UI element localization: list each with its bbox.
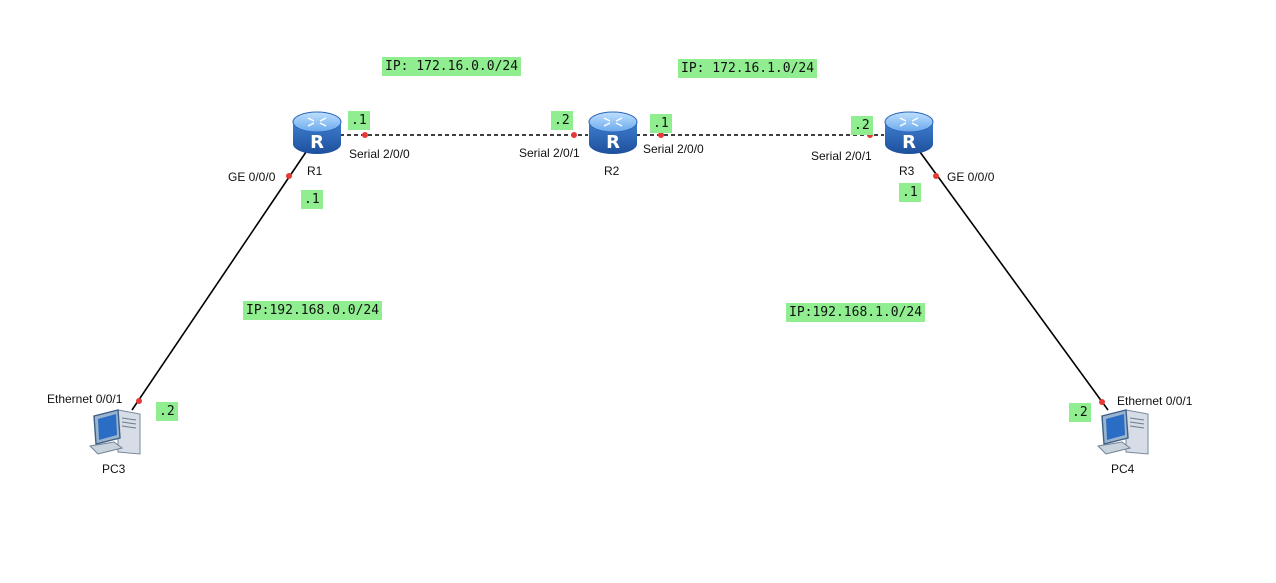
host-id-pc4: .2	[1069, 403, 1091, 422]
host-id-r2-serial-in: .2	[551, 111, 573, 130]
device-label-pc4: PC4	[1111, 462, 1135, 476]
interface-label-pc3-eth: Ethernet 0/0/1	[47, 392, 123, 406]
ethernet-link-r1-pc3	[131, 151, 307, 411]
ethernet-link-r3-pc4	[919, 151, 1109, 411]
network-note-r1-r2: IP: 172.16.0.0/24	[382, 57, 522, 76]
svg-text:R: R	[310, 132, 324, 153]
device-label-r1: R1	[307, 164, 323, 178]
interface-label-r3-ge: GE 0/0/0	[947, 170, 995, 184]
host-id-r1-serial: .1	[348, 111, 370, 130]
network-note-r1-pc3: IP:192.168.0.0/24	[243, 301, 383, 320]
host-id-r3-serial: .2	[851, 116, 873, 135]
router-r2[interactable]: R	[587, 110, 639, 158]
port-dot-r1-ge	[286, 173, 292, 179]
pc-pc4[interactable]	[1096, 406, 1152, 458]
network-note-r2-r3: IP: 172.16.1.0/24	[678, 59, 818, 78]
host-id-r3-ge: .1	[899, 183, 921, 202]
interface-label-r1-ge: GE 0/0/0	[228, 170, 276, 184]
interface-label-r2-serial-out: Serial 2/0/0	[643, 142, 704, 156]
pc-pc3[interactable]	[88, 406, 144, 458]
interface-label-pc4-eth: Ethernet 0/0/1	[1117, 394, 1193, 408]
port-dot-r3-ge	[933, 173, 939, 179]
svg-text:R: R	[606, 132, 620, 153]
host-id-r2-serial-out: .1	[650, 114, 672, 133]
router-icon: R	[588, 111, 638, 154]
svg-text:R: R	[902, 132, 916, 153]
interface-label-r1-serial: Serial 2/0/0	[349, 147, 410, 161]
port-dot-r1-serial	[362, 132, 368, 138]
host-id-r1-ge: .1	[301, 190, 323, 209]
port-dot-pc3-eth	[136, 398, 142, 404]
device-label-r2: R2	[604, 164, 620, 178]
router-r1[interactable]: R	[291, 110, 343, 158]
port-dot-r2-serial-in	[571, 132, 577, 138]
router-icon: R	[884, 111, 934, 154]
pc-icon	[1096, 409, 1149, 455]
pc-icon	[88, 409, 141, 455]
host-id-pc3: .2	[156, 402, 178, 421]
port-dot-r2-serial-out	[658, 132, 664, 138]
device-label-r3: R3	[899, 164, 915, 178]
interface-label-r3-serial: Serial 2/0/1	[811, 149, 872, 163]
interface-label-r2-serial-in: Serial 2/0/1	[519, 146, 580, 160]
device-label-pc3: PC3	[102, 462, 126, 476]
router-icon: R	[292, 111, 342, 154]
network-note-r3-pc4: IP:192.168.1.0/24	[786, 303, 926, 322]
router-r3[interactable]: R	[883, 110, 935, 158]
port-dot-pc4-eth	[1099, 399, 1105, 405]
